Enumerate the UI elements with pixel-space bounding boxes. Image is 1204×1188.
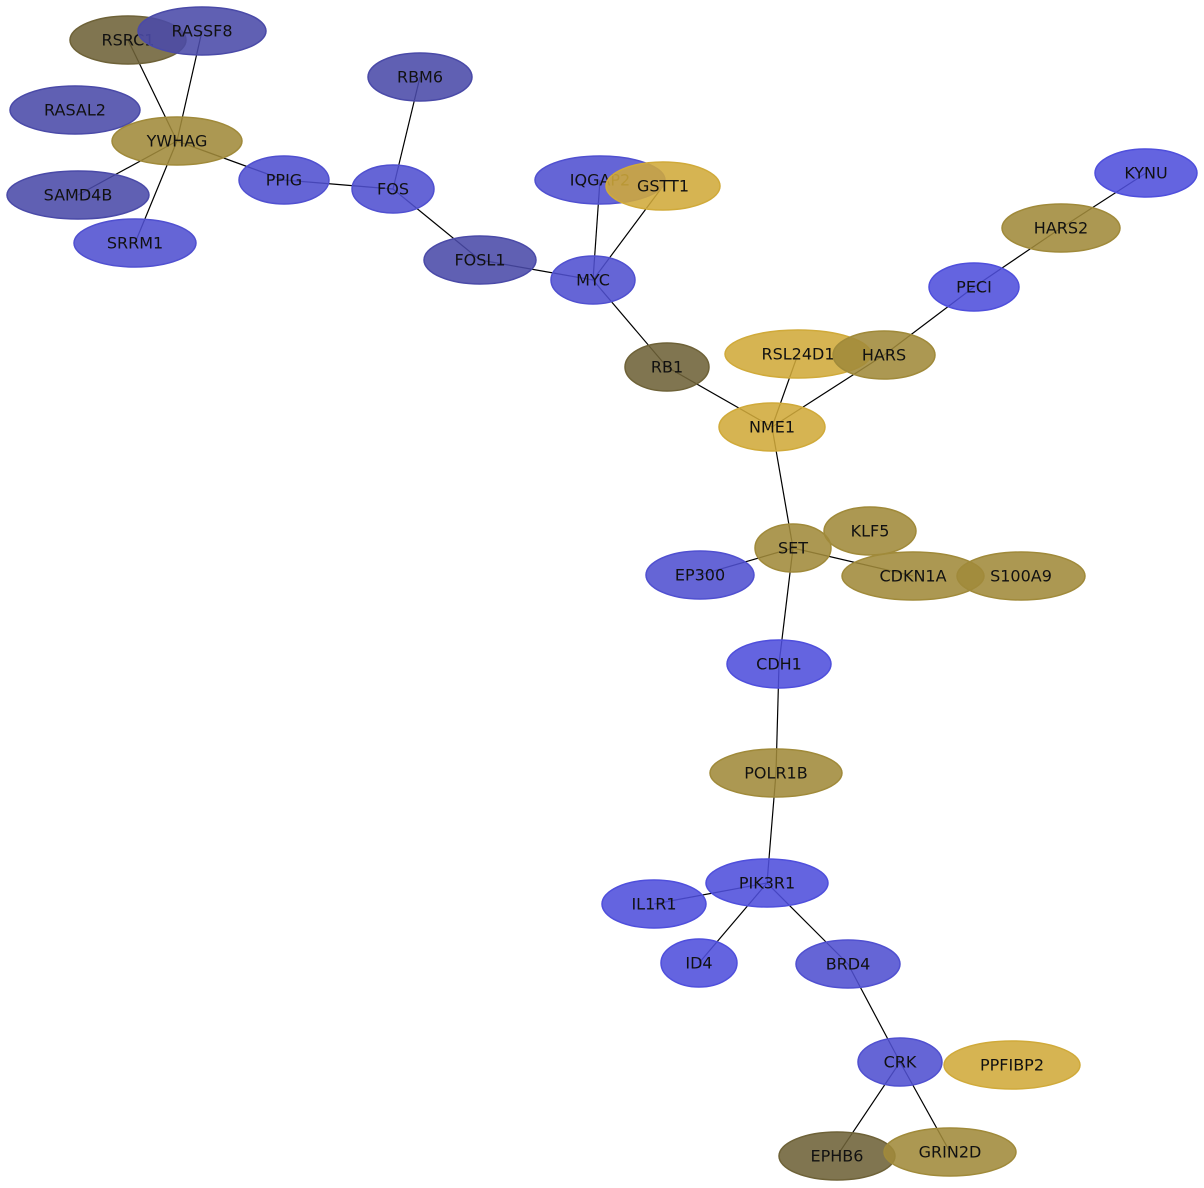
node-label: FOSL1	[454, 251, 505, 270]
node-label: CDKN1A	[879, 567, 946, 586]
node-label: RBM6	[397, 68, 443, 87]
node-label: SAMD4B	[44, 186, 113, 205]
node-label: RASAL2	[44, 101, 106, 120]
node-label: KLF5	[851, 522, 890, 541]
node-ellipse	[726, 639, 832, 689]
node-label: RB1	[651, 358, 683, 377]
node-label: PPFIBP2	[980, 1056, 1044, 1075]
node-ellipse	[605, 161, 721, 211]
node-peci[interactable]: PECI	[928, 262, 1020, 312]
node-polr1b[interactable]: POLR1B	[709, 748, 843, 798]
node-label: KYNU	[1124, 164, 1167, 183]
node-il1r1[interactable]: IL1R1	[601, 879, 707, 929]
node-s100a9[interactable]: S100A9	[956, 551, 1086, 601]
node-ellipse	[857, 1037, 943, 1087]
node-cdkn1a[interactable]: CDKN1A	[841, 551, 985, 601]
node-rbm6[interactable]: RBM6	[367, 52, 473, 102]
node-label: NME1	[749, 418, 795, 437]
node-label: BRD4	[826, 955, 871, 974]
node-ephb6[interactable]: EPHB6	[778, 1131, 896, 1181]
node-cdh1[interactable]: CDH1	[726, 639, 832, 689]
node-label: PECI	[956, 278, 992, 297]
node-rassf8[interactable]: RASSF8	[137, 6, 267, 56]
node-set[interactable]: SET	[754, 523, 832, 573]
node-ellipse	[645, 550, 755, 600]
node-ellipse	[6, 170, 150, 220]
node-ellipse	[718, 402, 826, 452]
node-ellipse	[705, 858, 829, 908]
node-ellipse	[624, 342, 710, 392]
node-ellipse	[660, 938, 738, 988]
node-ellipse	[823, 506, 917, 556]
node-ellipse	[111, 116, 243, 166]
node-ellipse	[883, 1127, 1017, 1177]
node-label: RSL24D1	[761, 345, 834, 364]
node-rb1[interactable]: RB1	[624, 342, 710, 392]
node-ellipse	[832, 330, 936, 380]
node-ellipse	[928, 262, 1020, 312]
node-ellipse	[943, 1040, 1081, 1090]
node-label: EP300	[675, 566, 725, 585]
node-ppig[interactable]: PPIG	[238, 155, 330, 205]
node-ellipse	[1094, 148, 1198, 198]
node-samd4b[interactable]: SAMD4B	[6, 170, 150, 220]
node-label: FOS	[377, 180, 409, 199]
node-kynu[interactable]: KYNU	[1094, 148, 1198, 198]
node-ywhag[interactable]: YWHAG	[111, 116, 243, 166]
node-ellipse	[73, 218, 197, 268]
node-pik3r1[interactable]: PIK3R1	[705, 858, 829, 908]
node-fos[interactable]: FOS	[351, 164, 435, 214]
node-label: SRRM1	[107, 234, 163, 253]
node-ppfibp2[interactable]: PPFIBP2	[943, 1040, 1081, 1090]
node-label: CRK	[884, 1053, 917, 1072]
node-label: YWHAG	[146, 132, 208, 151]
node-label: HARS2	[1034, 219, 1088, 238]
node-label: HARS	[862, 346, 906, 365]
node-rasal2[interactable]: RASAL2	[9, 85, 141, 135]
node-label: PPIG	[266, 171, 302, 190]
node-ellipse	[9, 85, 141, 135]
node-ellipse	[1001, 203, 1121, 253]
node-ellipse	[423, 235, 537, 285]
node-hars2[interactable]: HARS2	[1001, 203, 1121, 253]
node-ellipse	[709, 748, 843, 798]
node-crk[interactable]: CRK	[857, 1037, 943, 1087]
node-hars[interactable]: HARS	[832, 330, 936, 380]
node-srrm1[interactable]: SRRM1	[73, 218, 197, 268]
node-label: EPHB6	[811, 1147, 864, 1166]
node-grin2d[interactable]: GRIN2D	[883, 1127, 1017, 1177]
node-label: PIK3R1	[739, 874, 795, 893]
node-ellipse	[351, 164, 435, 214]
node-ellipse	[238, 155, 330, 205]
node-label: POLR1B	[744, 764, 807, 783]
node-ellipse	[754, 523, 832, 573]
node-ellipse	[601, 879, 707, 929]
node-klf5[interactable]: KLF5	[823, 506, 917, 556]
node-label: SET	[778, 539, 808, 558]
node-label: RASSF8	[171, 22, 232, 41]
node-ellipse	[550, 255, 636, 305]
node-label: GRIN2D	[919, 1143, 982, 1162]
node-myc[interactable]: MYC	[550, 255, 636, 305]
node-label: S100A9	[990, 567, 1052, 586]
node-label: GSTT1	[637, 177, 689, 196]
node-ellipse	[795, 939, 901, 989]
node-nme1[interactable]: NME1	[718, 402, 826, 452]
node-id4[interactable]: ID4	[660, 938, 738, 988]
node-ellipse	[956, 551, 1086, 601]
node-ellipse	[367, 52, 473, 102]
node-ellipse	[137, 6, 267, 56]
node-brd4[interactable]: BRD4	[795, 939, 901, 989]
node-label: MYC	[576, 271, 610, 290]
node-ep300[interactable]: EP300	[645, 550, 755, 600]
node-label: IL1R1	[631, 895, 676, 914]
node-label: ID4	[685, 954, 712, 973]
node-fosl1[interactable]: FOSL1	[423, 235, 537, 285]
node-label: CDH1	[756, 655, 802, 674]
node-gstt1[interactable]: GSTT1	[605, 161, 721, 211]
